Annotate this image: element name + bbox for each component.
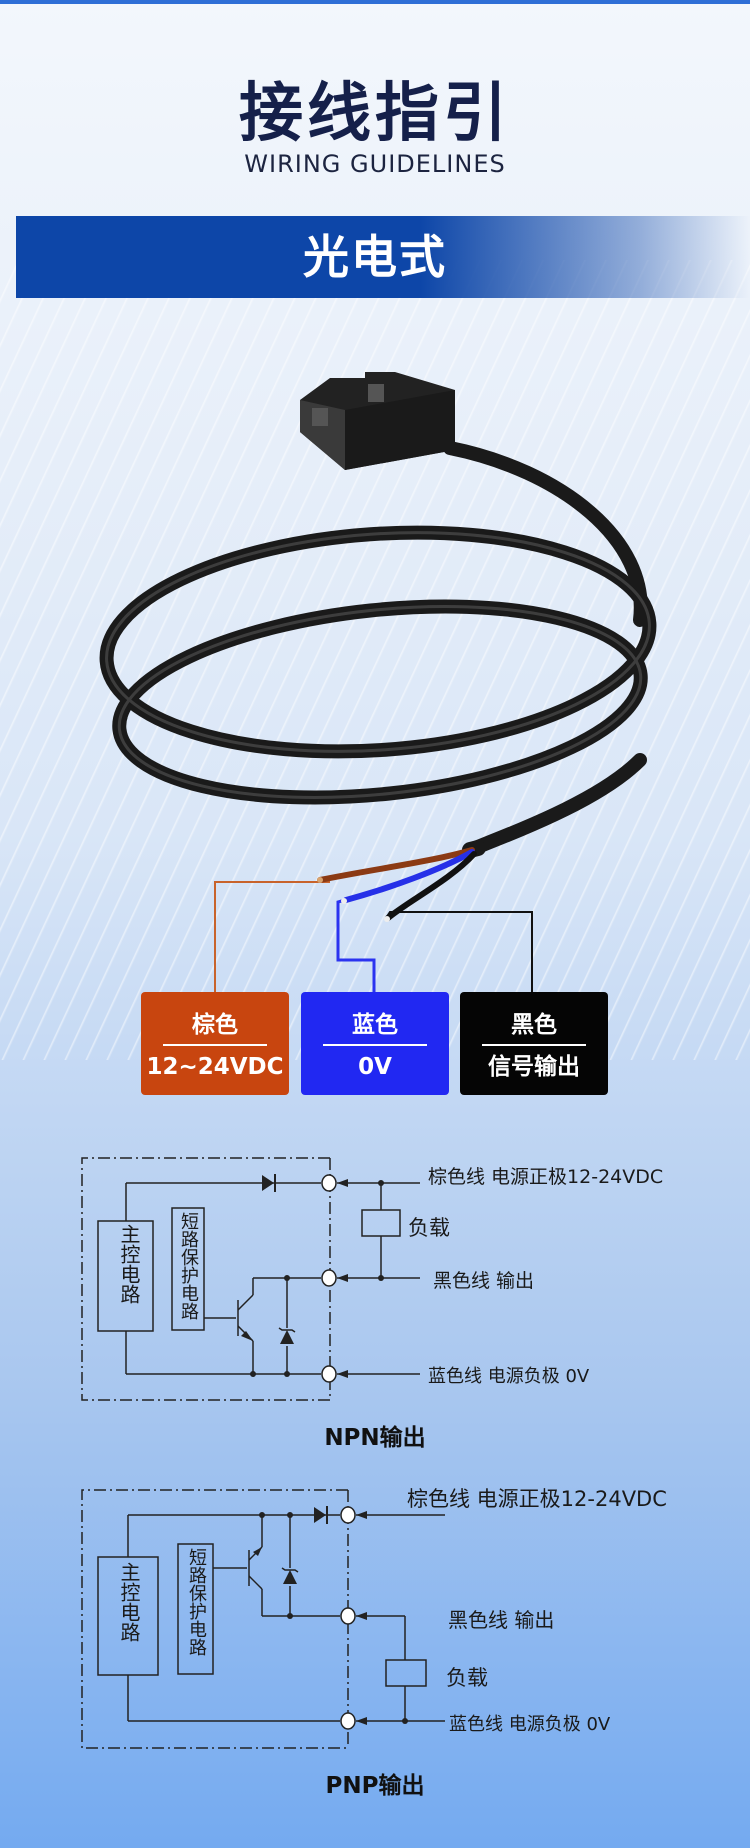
- pnp-black-label: 黑色线 输出: [448, 1608, 555, 1632]
- blue-wire-box: 蓝色 0V: [301, 992, 449, 1095]
- black-wire-box: 黑色 信号输出: [460, 992, 608, 1095]
- npn-protection-label: 短路保护电路: [178, 1212, 199, 1320]
- black-wire-name: 黑色: [511, 1012, 557, 1038]
- blue-wire-meaning: 0V: [358, 1054, 392, 1080]
- black-lead-line: [385, 911, 533, 992]
- cable-coils: [99, 441, 657, 857]
- brown-wire: [317, 847, 475, 883]
- npn-blue-label: 蓝色线 电源负极 0V: [428, 1366, 590, 1387]
- npn-load-label: 负载: [408, 1216, 450, 1240]
- npn-main-circuit-label: 主控电路: [117, 1224, 141, 1304]
- npn-brown-label: 棕色线 电源正极12-24VDC: [428, 1166, 664, 1188]
- sensor-cable-illustration: [99, 372, 657, 992]
- page-title: 接线指引: [239, 77, 511, 151]
- top-accent-line: [0, 0, 750, 4]
- pnp-load-label: 负载: [446, 1666, 488, 1690]
- black-wire-meaning: 信号输出: [488, 1054, 580, 1080]
- pnp-blue-label: 蓝色线 电源负极 0V: [449, 1714, 611, 1735]
- brown-wire-name: 棕色: [192, 1012, 238, 1038]
- pnp-protection-label: 短路保护电路: [186, 1548, 207, 1656]
- blue-wire-name: 蓝色: [352, 1012, 398, 1038]
- black-wire: [385, 851, 477, 921]
- blue-wire: [343, 849, 475, 903]
- section-banner-label: 光电式: [303, 230, 447, 284]
- npn-black-label: 黑色线 输出: [433, 1270, 535, 1292]
- npn-circuit-diagram: [81, 1157, 420, 1401]
- blue-lead-line: [336, 898, 376, 992]
- brown-wire-box: 棕色 12~24VDC: [141, 992, 289, 1095]
- pnp-brown-label: 棕色线 电源正极12-24VDC: [407, 1487, 667, 1511]
- photoelectric-sensor: [300, 372, 455, 470]
- pnp-circuit-diagram: [81, 1489, 445, 1749]
- section-banner: [16, 216, 750, 298]
- page-subtitle: WIRING GUIDELINES: [244, 150, 506, 178]
- pnp-caption: PNP输出: [325, 1773, 425, 1799]
- npn-caption: NPN输出: [324, 1425, 426, 1451]
- brown-lead-line: [214, 881, 330, 992]
- brown-wire-meaning: 12~24VDC: [146, 1054, 284, 1080]
- pnp-main-circuit-label: 主控电路: [117, 1562, 141, 1642]
